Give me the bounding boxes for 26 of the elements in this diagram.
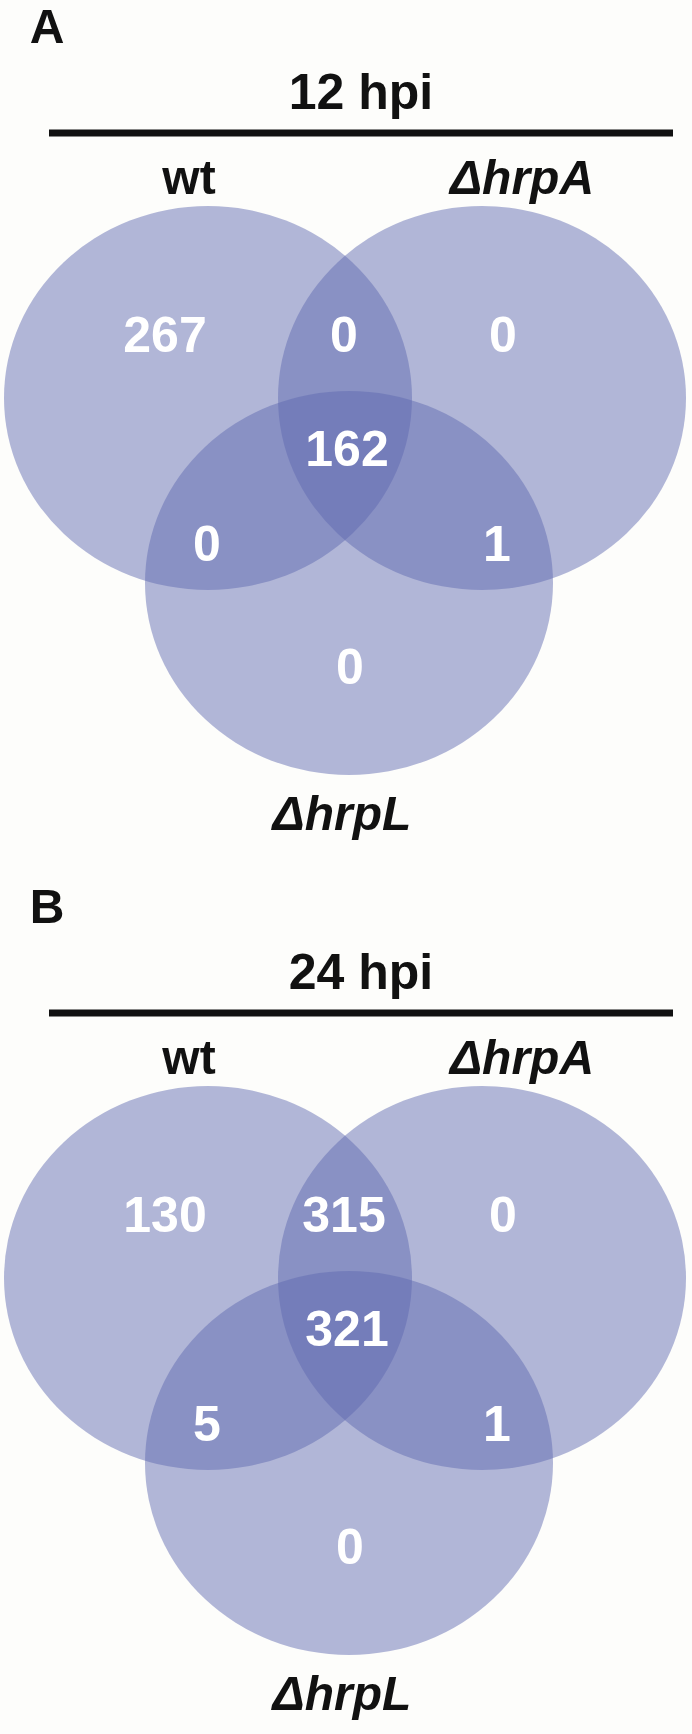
- panel-title: 12 hpi: [288, 67, 434, 117]
- count-label: 1: [483, 1399, 511, 1449]
- set-label: wt: [162, 1034, 216, 1082]
- venn-set-circle: [145, 391, 553, 842]
- count-label: 267: [123, 310, 207, 360]
- count-label: 5: [193, 1399, 221, 1449]
- count-label: 0: [193, 519, 221, 569]
- panel-letter: A: [29, 3, 65, 51]
- count-label: 315: [302, 1190, 386, 1240]
- count-label: 1: [483, 519, 511, 569]
- set-label: ΔhrpA: [449, 154, 595, 202]
- count-label: 0: [336, 642, 364, 692]
- count-label: 321: [305, 1304, 389, 1354]
- count-label: 0: [489, 1190, 517, 1240]
- count-label: 130: [123, 1190, 207, 1240]
- set-label: wt: [162, 154, 216, 202]
- count-label: 0: [330, 310, 358, 360]
- set-label: ΔhrpL: [272, 1670, 412, 1718]
- count-label: 0: [336, 1522, 364, 1572]
- set-label: ΔhrpL: [272, 790, 412, 838]
- panel-title: 24 hpi: [288, 947, 434, 997]
- set-label: ΔhrpA: [449, 1034, 595, 1082]
- count-label: 162: [305, 424, 389, 474]
- venn-set-circle: [145, 1271, 553, 1722]
- panel-letter: B: [29, 883, 65, 931]
- count-label: 0: [489, 310, 517, 360]
